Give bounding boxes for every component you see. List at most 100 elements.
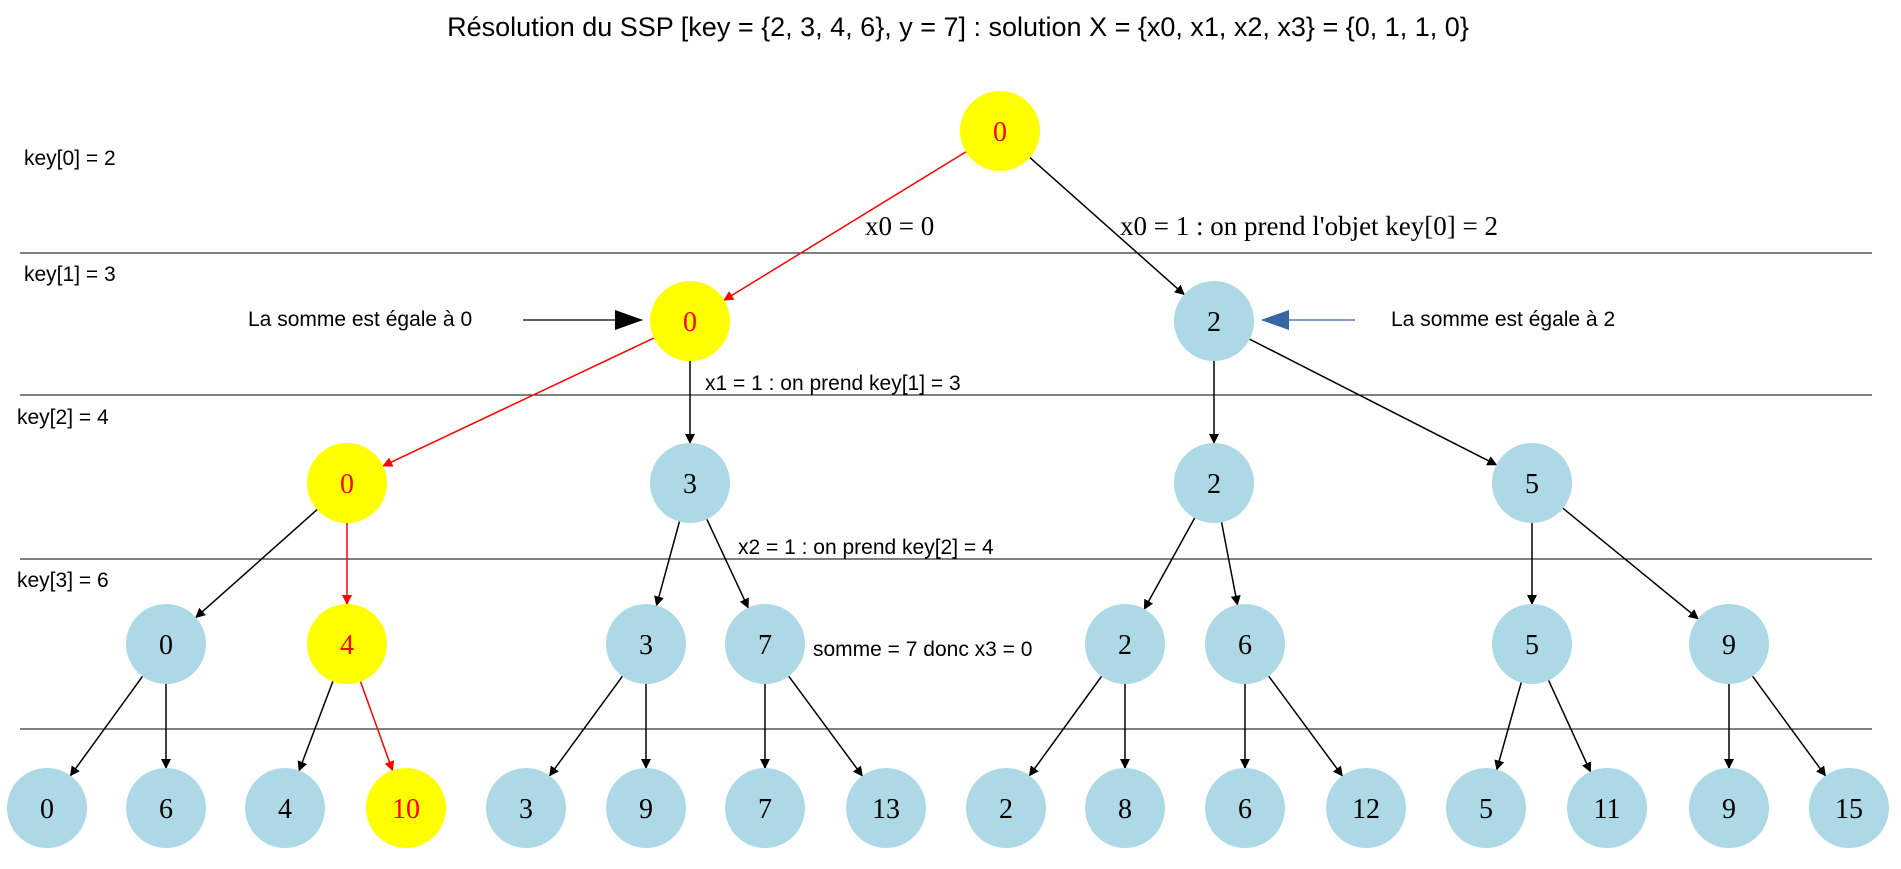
tree-node-circle [966,768,1046,848]
tree-node-value: 8 [1118,794,1132,825]
tree-node-value: 6 [1238,630,1252,661]
tree-node-value: 5 [1525,469,1539,500]
tree-edge-highlighted [359,681,395,772]
tree-node: 5 [1492,604,1572,684]
tree-node-circle [960,91,1040,171]
tree-edge [654,521,681,607]
tree-node-circle [126,768,206,848]
tree-node-circle [1174,443,1254,523]
tree-node-circle [307,443,387,523]
tree-node: 2 [966,768,1046,848]
tree-edge [1029,156,1185,296]
tree-node: 2 [1085,604,1165,684]
tree-node-value: 3 [519,794,533,825]
level-label-1: key[1] = 3 [24,263,116,286]
tree-edge [1268,675,1343,777]
tree-edge [1494,682,1522,771]
tree-node-circle [1446,768,1526,848]
tree-edge [788,675,863,777]
tree-node-value: 7 [758,630,772,661]
tree-node-circle [606,604,686,684]
tree-node-circle [1085,604,1165,684]
tree-node: 9 [1689,768,1769,848]
tree-node: 7 [725,768,805,848]
level-label-3: key[3] = 6 [17,569,109,592]
tree-edge-highlighted [382,337,655,467]
tree-node-value: 15 [1835,794,1863,825]
tree-node-value: 7 [758,794,772,825]
tree-node-circle [606,768,686,848]
tree-node-value: 2 [999,794,1013,825]
tree-node-value: 0 [159,630,173,661]
tree-node-value: 9 [1722,794,1736,825]
tree-node-value: 5 [1525,630,1539,661]
tree-node-value: 2 [1207,469,1221,500]
tree-edge [706,518,749,609]
tree-node-highlighted: 4 [307,604,387,684]
tree-node-value: 12 [1352,794,1380,825]
tree-node-circle [1689,604,1769,684]
tree-node-circle [650,281,730,361]
tree-node-circle [1567,768,1647,848]
level-label-2: key[2] = 4 [17,406,109,429]
tree-node-value: 11 [1594,794,1621,825]
tree-node-value: 2 [1207,307,1221,338]
tree-node-circle [1205,604,1285,684]
tree-node: 3 [650,443,730,523]
tree-node-circle [366,768,446,848]
tree-node-value: 0 [993,117,1007,148]
tree-node: 6 [1205,604,1285,684]
tree-node-highlighted: 10 [366,768,446,848]
tree-node: 0 [126,604,206,684]
tree-edge [69,675,144,777]
tree-node-value: 0 [40,794,54,825]
tree-node-circle [846,768,926,848]
tree-node: 5 [1492,443,1572,523]
tree-node: 2 [1174,281,1254,361]
tree-node: 6 [1205,768,1285,848]
tree-edge [1752,675,1826,777]
sum-right-label: La somme est égale à 2 [1391,308,1615,331]
tree-node-highlighted: 0 [960,91,1040,171]
tree-node-value: 4 [340,630,354,661]
edge-label-x2-1: x2 = 1 : on prend key[2] = 4 [738,536,994,559]
tree-node-circle [1326,768,1406,848]
tree-node: 3 [486,768,566,848]
tree-node-circle [1492,604,1572,684]
tree-node-circle [126,604,206,684]
tree-edge [1220,522,1241,606]
tree-node-circle [725,604,805,684]
tree-node: 5 [1446,768,1526,848]
sum-left-label: La somme est égale à 0 [248,308,472,331]
tree-node-circle [1174,281,1254,361]
tree-edge [1562,507,1699,620]
tree-node: 2 [1174,443,1254,523]
tree-node-circle [7,768,87,848]
tree-node-highlighted: 0 [650,281,730,361]
tree-node-value: 5 [1479,794,1493,825]
tree-edge [1028,675,1103,777]
tree-edge [195,509,318,619]
tree-edge-highlighted [723,151,967,301]
tree-node-value: 9 [639,794,653,825]
tree-edge [1547,680,1592,773]
tree-node: 11 [1567,768,1647,848]
tree-node-value: 3 [639,630,653,661]
level-label-0: key[0] = 2 [24,147,116,170]
tree-node-value: 9 [1722,630,1736,661]
tree-node-circle [1689,768,1769,848]
tree-node: 6 [126,768,206,848]
tree-node-circle [725,768,805,848]
tree-node-circle [486,768,566,848]
tree-node-value: 0 [340,469,354,500]
tree-node-value: 0 [683,307,697,338]
tree-node-value: 3 [683,469,697,500]
tree-node-circle [650,443,730,523]
tree-node: 13 [846,768,926,848]
tree-edge [1143,517,1196,610]
tree-node-value: 6 [159,794,173,825]
tree-node: 9 [606,768,686,848]
tree-node: 7 [725,604,805,684]
